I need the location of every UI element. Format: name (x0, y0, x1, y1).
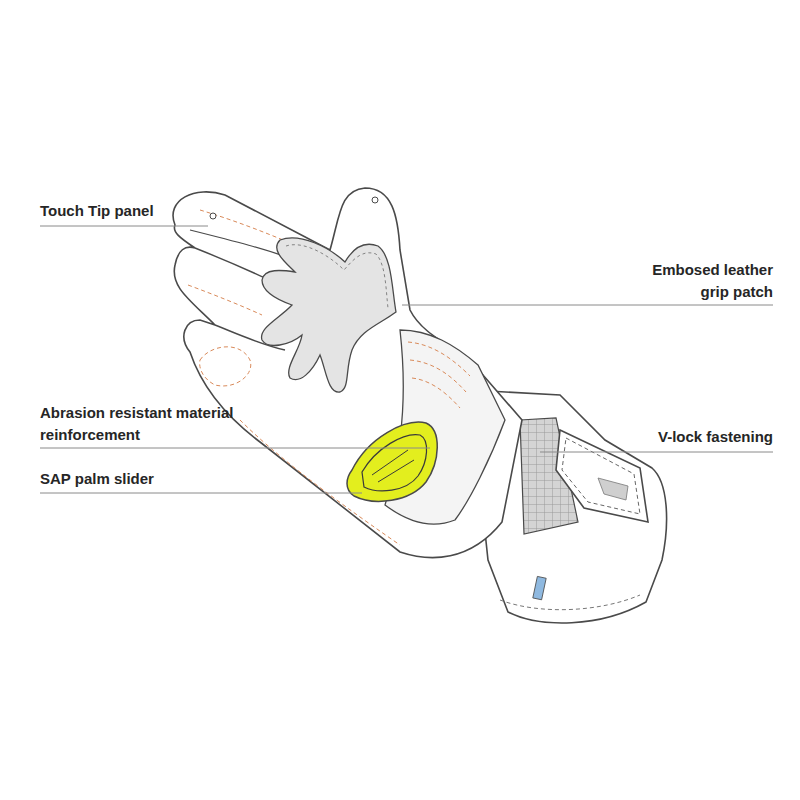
callout-label: V-lock fastening (573, 426, 773, 448)
pad-stitch (200, 347, 251, 386)
leader-line (40, 493, 362, 494)
palm-slider (347, 422, 437, 501)
cuff-stitch (500, 595, 640, 610)
cuff-tag (533, 576, 546, 599)
grip-patch (262, 238, 396, 392)
panel-stitch (408, 342, 470, 408)
touch-tip-dot (210, 213, 216, 219)
glove-hand (173, 188, 522, 558)
slider-ridge (372, 450, 414, 482)
leader-line (402, 305, 773, 306)
grip-stitch (286, 245, 388, 308)
leader-line (540, 452, 773, 453)
v-lock-strap (556, 430, 648, 522)
callout-label: Abrasion resistant material reinforcemen… (40, 402, 235, 446)
callout-label: Touch Tip panel (40, 200, 240, 222)
leader-line (40, 448, 430, 449)
leader-line (40, 226, 208, 227)
callout-label: Embosed leather grip patch (638, 259, 773, 303)
slider-inner (362, 435, 427, 491)
strap-stitch (562, 438, 640, 514)
callout-label: SAP palm slider (40, 468, 240, 490)
touch-tip-dot (372, 197, 378, 203)
finger-stitch (188, 285, 262, 315)
strap-logo (598, 478, 628, 500)
